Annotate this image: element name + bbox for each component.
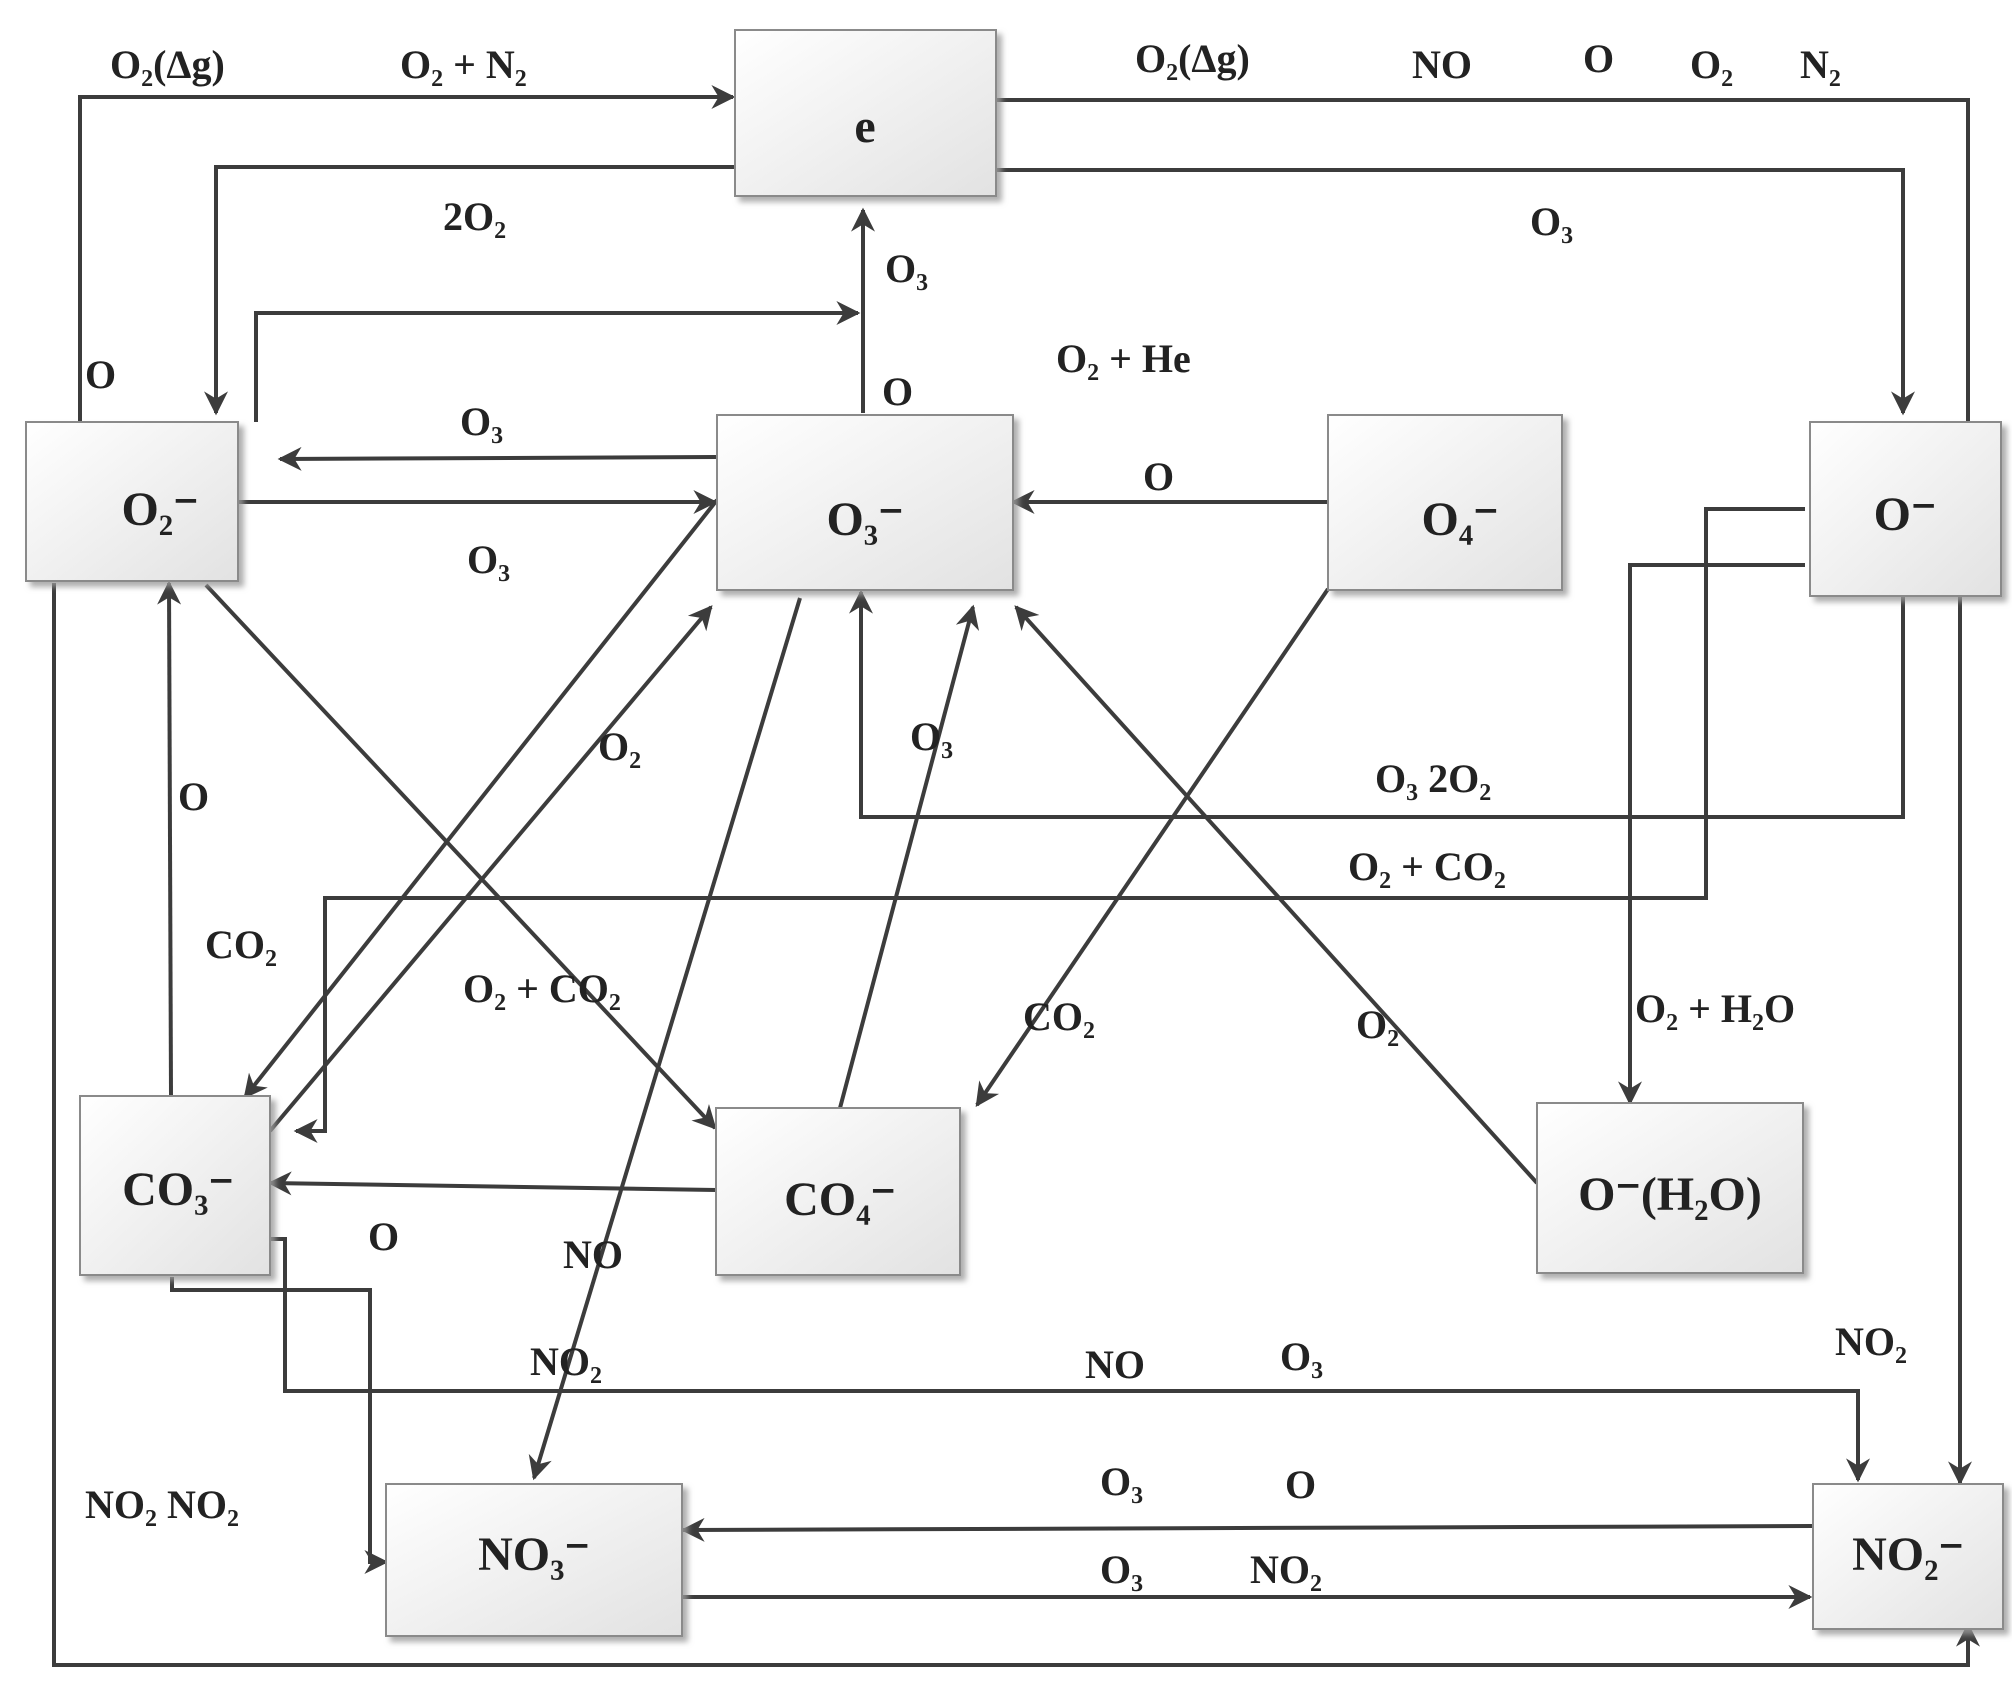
label-co2-mid: CO₂	[1023, 994, 1095, 1039]
label-o2-he: O₂ + He	[1056, 336, 1191, 381]
node-no2m-label: NO₂⁻	[1852, 1528, 1964, 1581]
arrow-o2m-to-o4m	[254, 301, 861, 422]
label-no2-no2: NO₂ NO₂	[85, 1482, 239, 1527]
node-om: O⁻	[1809, 421, 2002, 597]
label-o2dg-left: O₂(Δg)	[110, 42, 225, 87]
node-no3m-label: NO₃⁻	[478, 1528, 590, 1581]
arrow-e-to-o2m	[204, 165, 735, 416]
node-o4m: O₄⁻	[1327, 414, 1563, 591]
arrow-o2m-to-no2m	[52, 583, 1980, 1667]
reaction-arrows	[52, 85, 1980, 1667]
label-o2-co2-mid: O₂ + CO₂	[463, 966, 621, 1011]
label-o2-h2o: O₂ + H₂O	[1635, 986, 1795, 1031]
arrow-e-to-om	[997, 168, 1915, 416]
label-no-bottom: NO	[1085, 1342, 1145, 1387]
label-o3-to-e: O₃	[885, 246, 928, 291]
arrow-o4m-to-co4m	[975, 587, 1330, 1107]
label-no-mid: NO	[563, 1232, 623, 1277]
label-o3-mid: O₃	[910, 714, 953, 759]
label-o3-no2m: O₃	[1100, 1547, 1143, 1592]
label-o-no3m: O	[1285, 1462, 1316, 1507]
arrow-om-to-omh2o	[1618, 563, 1805, 1106]
label-no2-left: NO₂	[530, 1339, 602, 1384]
arrow-co3m-to-no2m	[270, 1237, 1870, 1483]
label-o3-no3m: O₃	[1100, 1459, 1143, 1504]
node-co4m-label: CO₄⁻	[784, 1173, 896, 1226]
arrow-o3m-to-co3m	[243, 498, 719, 1099]
label-o3-from-o2m: O₃	[467, 537, 510, 582]
node-co4m: CO₄⁻	[715, 1107, 961, 1276]
arrow-o2m-to-co4m	[204, 583, 717, 1130]
node-omh2o-label: O⁻(H₂O)	[1578, 1168, 1762, 1221]
label-n2-top: N₂	[1800, 42, 1841, 87]
node-co3m-label: CO₃⁻	[122, 1163, 234, 1216]
arrow-co3m-to-o2m	[157, 580, 182, 1097]
arrow-co3m-to-o3m	[268, 605, 713, 1133]
node-e-label: e	[854, 100, 875, 153]
node-no3m: NO₃⁻	[385, 1483, 683, 1637]
label-o2-top: O₂	[1690, 42, 1733, 87]
node-o3m-label: O₃⁻	[826, 493, 903, 546]
label-2o2: 2O₂	[443, 194, 506, 239]
node-e: e	[734, 29, 997, 197]
label-o2dg-right: O₂(Δg)	[1135, 36, 1250, 81]
node-o4m-label: O₄⁻	[1421, 493, 1498, 546]
arrow-no2m-to-no3m	[680, 1517, 1813, 1542]
arrow-co3m-to-no3m	[170, 1277, 389, 1574]
label-o2-n2: O₂ + N₂	[400, 42, 527, 87]
node-om-label: O⁻	[1874, 488, 1937, 541]
node-o2m-label: O₂⁻	[121, 483, 198, 536]
label-o-bottom: O	[368, 1214, 399, 1259]
label-o-left: O	[85, 352, 116, 397]
label-o-co3m: O	[178, 774, 209, 819]
label-no2-right: NO₂	[1835, 1319, 1907, 1364]
arrow-o3m-to-o2m	[277, 446, 717, 471]
arrow-co4m-to-o3m	[838, 604, 980, 1109]
label-no-top: NO	[1412, 42, 1472, 87]
label-o-center: O	[882, 369, 913, 414]
node-o2m: O₂⁻	[25, 421, 239, 582]
label-o-o4m: O	[1143, 454, 1174, 499]
arrow-om-to-e	[970, 88, 1970, 422]
node-omh2o: O⁻(H₂O)	[1536, 1102, 1804, 1274]
node-no2m: NO₂⁻	[1812, 1483, 2004, 1630]
arrow-om-to-o3m	[849, 589, 1905, 819]
label-no2-no2m: NO₂	[1250, 1547, 1322, 1592]
label-o3-2o2: O₃ 2O₂	[1375, 756, 1491, 801]
arrow-o2m-to-e	[78, 85, 736, 422]
arrow-om-to-co3m	[293, 507, 1805, 1143]
label-o3-right-top: O₃	[1530, 199, 1573, 244]
label-o3-bottom: O₃	[1280, 1334, 1323, 1379]
label-o2-co2-right: O₂ + CO₂	[1348, 844, 1506, 889]
label-o-top: O	[1583, 36, 1614, 81]
arrow-co4m-to-co3m	[267, 1171, 717, 1196]
node-co3m: CO₃⁻	[79, 1095, 271, 1276]
label-o3-to-o2m: O₃	[460, 399, 503, 444]
node-o3m: O₃⁻	[716, 414, 1014, 591]
label-o2-mid: O₂	[598, 724, 641, 769]
arrow-omh2o-to-o3m	[1014, 605, 1539, 1185]
label-co2-left: CO₂	[205, 922, 277, 967]
label-o2-omh2o: O₂	[1356, 1002, 1399, 1047]
edge-labels: O₂(Δg) O₂ + N₂ O₂(Δg) NO O O₂ N₂ 2O₂ O₃ …	[85, 36, 1907, 1592]
arrow-o3m-to-no3m	[528, 597, 802, 1481]
